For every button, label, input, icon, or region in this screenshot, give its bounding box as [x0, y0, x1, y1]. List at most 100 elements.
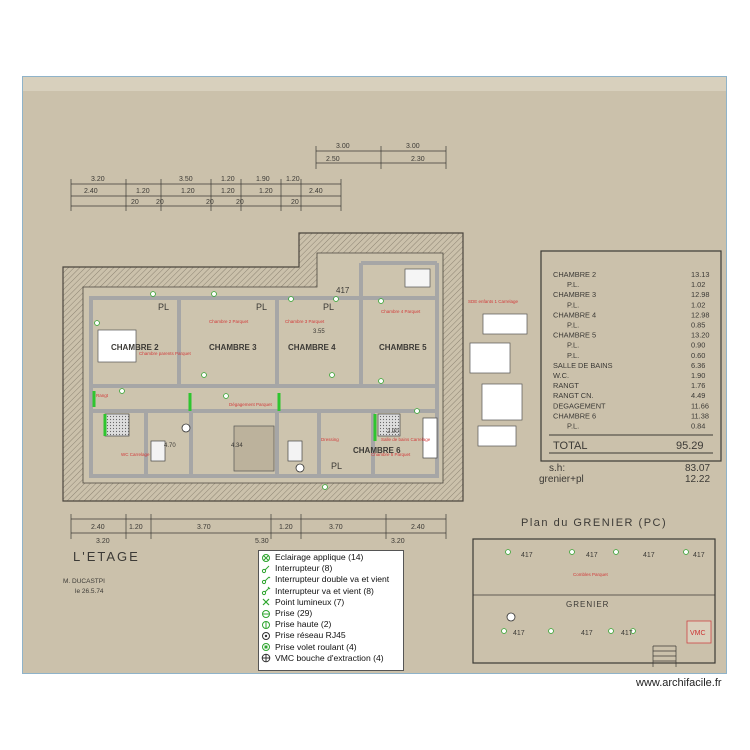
note-c4: Chambre 3 Parquet — [285, 319, 325, 324]
attic-417-g: 417 — [621, 630, 633, 637]
dim-top-4a: 2.40 — [84, 188, 98, 195]
area-row-value: 11.38 — [691, 411, 709, 420]
bottom-dimensions — [70, 514, 447, 539]
legend-label: VMC bouche d'extraction (4) — [275, 652, 384, 663]
note-deg: Dégagement Parquet — [229, 402, 273, 407]
legend-label: Interrupteur va et vient (8) — [275, 585, 374, 596]
area-row-label: P.L. — [567, 341, 579, 350]
area-row-value: 12.98 — [691, 310, 710, 319]
attic-417-e: 417 — [513, 630, 525, 637]
area-row-label: CHAMBRE 5 — [553, 331, 596, 340]
attic-vmc: VMC — [690, 630, 706, 637]
dim-top-5b: 20 — [156, 199, 164, 206]
dim-bottom-1f: 2.40 — [411, 524, 425, 531]
note-dressing: Dressing — [321, 437, 339, 442]
dim-bottom-1d: 1.20 — [279, 524, 293, 531]
area-row-value: 13.20 — [691, 331, 710, 340]
attic-frame — [472, 538, 716, 664]
dim-bottom-1c: 3.70 — [197, 524, 211, 531]
mark-290: 2.90 — [387, 429, 399, 435]
cupboard-top — [404, 268, 431, 288]
dim-top-5d: 20 — [236, 199, 244, 206]
dim-bottom-2b: 5.30 — [255, 538, 269, 545]
attic-vmc-box — [686, 620, 712, 644]
dim-top-4f: 2.40 — [309, 188, 323, 195]
room-chambre3: CHAMBRE 3 — [209, 343, 257, 352]
area-table-frame — [540, 250, 722, 462]
mark-434: 4.34 — [231, 443, 243, 449]
dim-top-4c: 1.20 — [181, 188, 195, 195]
legend-item: Interrupteur (8) — [261, 563, 401, 574]
legend-label: Prise réseau RJ45 — [275, 630, 346, 641]
dim-bottom-1b: 1.20 — [129, 524, 143, 531]
area-row-value: 1.90 — [691, 371, 705, 380]
attic-title: Plan du GRENIER (PC) — [521, 517, 667, 529]
dim-top-5c: 20 — [206, 199, 214, 206]
symbol-legend: Eclairage applique (14)Interrupteur (8)I… — [258, 550, 404, 671]
room-pl-3: PL — [323, 302, 334, 312]
dim-bottom-1a: 2.40 — [91, 524, 105, 531]
shutter-socket-icon — [261, 642, 271, 652]
note-c2: Chambre parents Parquet — [139, 351, 192, 356]
legend-item: Point lumineux (7) — [261, 597, 401, 608]
attic-417-a: 417 — [521, 552, 533, 559]
area-row-value: 12.98 — [691, 290, 710, 299]
note-c5: Chambre 4 Parquet — [381, 309, 421, 314]
green-openings — [92, 391, 377, 441]
legend-item: Prise (29) — [261, 608, 401, 619]
legend-item: Interrupteur va et vient (8) — [261, 586, 401, 597]
legend-label: Interrupteur (8) — [275, 563, 333, 574]
room-pl-1: PL — [158, 302, 169, 312]
bathtub-left — [104, 413, 130, 437]
vmc-icon — [261, 653, 271, 663]
area-row-value: 13.13 — [691, 270, 710, 279]
dim-top-2b: 2.30 — [411, 156, 425, 163]
mark-417: 417 — [336, 286, 350, 295]
stair-block — [233, 425, 275, 472]
legend-item: Prise haute (2) — [261, 619, 401, 630]
room-pl-2: PL — [256, 302, 267, 312]
dim-top-1a: 3.00 — [336, 143, 350, 150]
dim-top-5a: 20 — [131, 199, 139, 206]
ceiling-light-icon — [261, 597, 271, 607]
area-row-value: 1.02 — [691, 300, 705, 309]
note-bath: Salle de bains Carrelage — [381, 437, 431, 442]
note-ch6: Chambre 5 Parquet — [371, 452, 411, 457]
dim-top-5e: 20 — [291, 199, 299, 206]
area-row-label: SALLE DE BAINS — [553, 361, 613, 370]
dim-top-3b: 3.50 — [179, 176, 193, 183]
top-dimension-ticks — [70, 146, 447, 211]
legend-label: Prise volet roulant (4) — [275, 641, 357, 652]
mark-470: 4.70 — [164, 443, 176, 449]
dim-top-2a: 2.50 — [326, 156, 340, 163]
legend-item: VMC bouche d'extraction (4) — [261, 653, 401, 664]
area-row-label: RANGT CN. — [553, 391, 594, 400]
watermark-credit: www.archifacile.fr — [636, 677, 722, 689]
dim-top-1b: 3.00 — [406, 143, 420, 150]
area-row-label: CHAMBRE 2 — [553, 270, 596, 279]
wall-light-icon — [261, 553, 271, 563]
switch-icon — [261, 564, 271, 574]
high-socket-icon — [261, 620, 271, 630]
note-wc: WC Carrelage — [121, 452, 150, 457]
area-row-value: 0.90 — [691, 341, 705, 350]
paper-top-edge — [23, 77, 726, 91]
area-row-label: RANGT — [553, 381, 579, 390]
wc-right — [287, 440, 303, 462]
dim-bottom-2a: 3.20 — [96, 538, 110, 545]
total-value: 95.29 — [676, 440, 704, 452]
plan-text: 3.00 3.00 2.50 2.30 3.20 3.50 1.20 1.90 … — [63, 143, 706, 637]
bathtub-right — [377, 413, 401, 437]
area-row-value: 0.60 — [691, 351, 705, 360]
dim-top-4d: 1.20 — [221, 188, 235, 195]
attic-stair — [652, 645, 677, 667]
two-way-switch-icon — [261, 586, 271, 596]
area-row-label: DEGAGEMENT — [553, 401, 606, 410]
title-etage: L'ETAGE — [73, 549, 140, 564]
electrical-markers — [94, 291, 689, 634]
legend-label: Interrupteur double va et vient — [275, 574, 390, 585]
area-row-value: 6.36 — [691, 361, 705, 370]
area-row-label: P.L. — [567, 321, 579, 330]
total-label: TOTAL — [553, 440, 587, 452]
